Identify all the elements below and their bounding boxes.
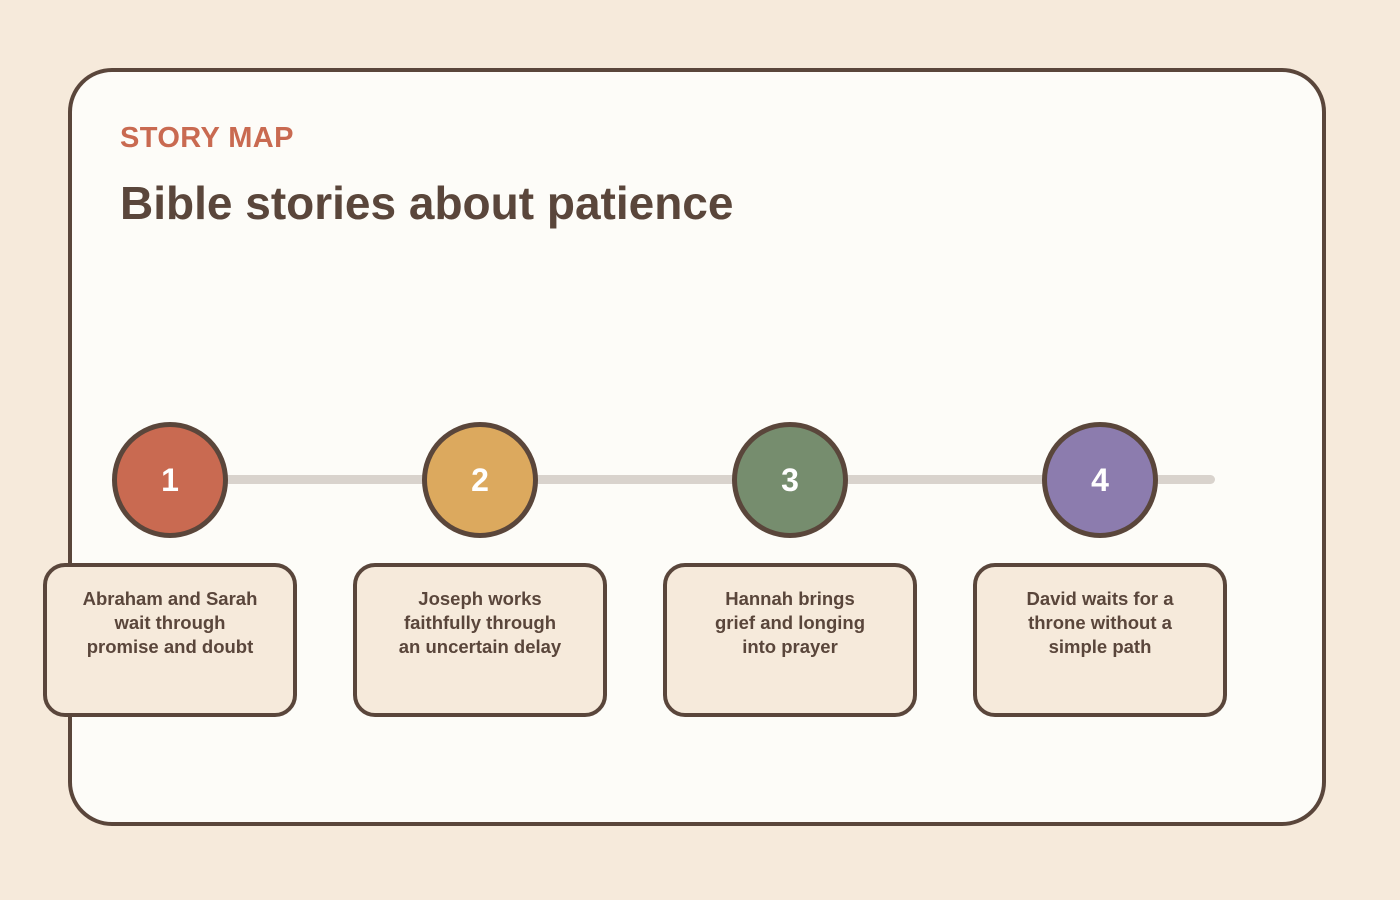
step-node-1: 1 (112, 422, 228, 538)
step-label-3-line-1: Hannah brings (725, 588, 855, 609)
step-label-1: Abraham and Sarah wait through promise a… (43, 563, 297, 717)
timeline-track (170, 475, 1215, 484)
step-label-4-line-1: David waits for a (1026, 588, 1174, 609)
step-label-3-line-2: grief and longing (714, 612, 866, 633)
step-label-4-line-3: simple path (1048, 636, 1152, 657)
step-label-3: Hannah brings grief and longing into pra… (663, 563, 917, 717)
step-label-1-line-3: promise and doubt (86, 636, 254, 657)
page-title: Bible stories about patience (120, 177, 734, 229)
step-label-2: Joseph works faithfully through an uncer… (353, 563, 607, 717)
step-label-4: David waits for a throne without a simpl… (973, 563, 1227, 717)
step-node-3: 3 (732, 422, 848, 538)
step-label-2-line-2: faithfully through (403, 612, 557, 633)
step-label-2-line-1: Joseph works (418, 588, 542, 609)
step-label-2-line-3: an uncertain delay (398, 636, 562, 657)
step-label-1-line-2: wait through (114, 612, 226, 633)
step-label-1-line-1: Abraham and Sarah (82, 588, 258, 609)
step-label-3-line-3: into prayer (742, 636, 838, 657)
step-node-4: 4 (1042, 422, 1158, 538)
step-label-4-line-2: throne without a (1028, 612, 1172, 633)
step-node-2: 2 (422, 422, 538, 538)
eyebrow-label: STORY MAP (120, 122, 294, 154)
